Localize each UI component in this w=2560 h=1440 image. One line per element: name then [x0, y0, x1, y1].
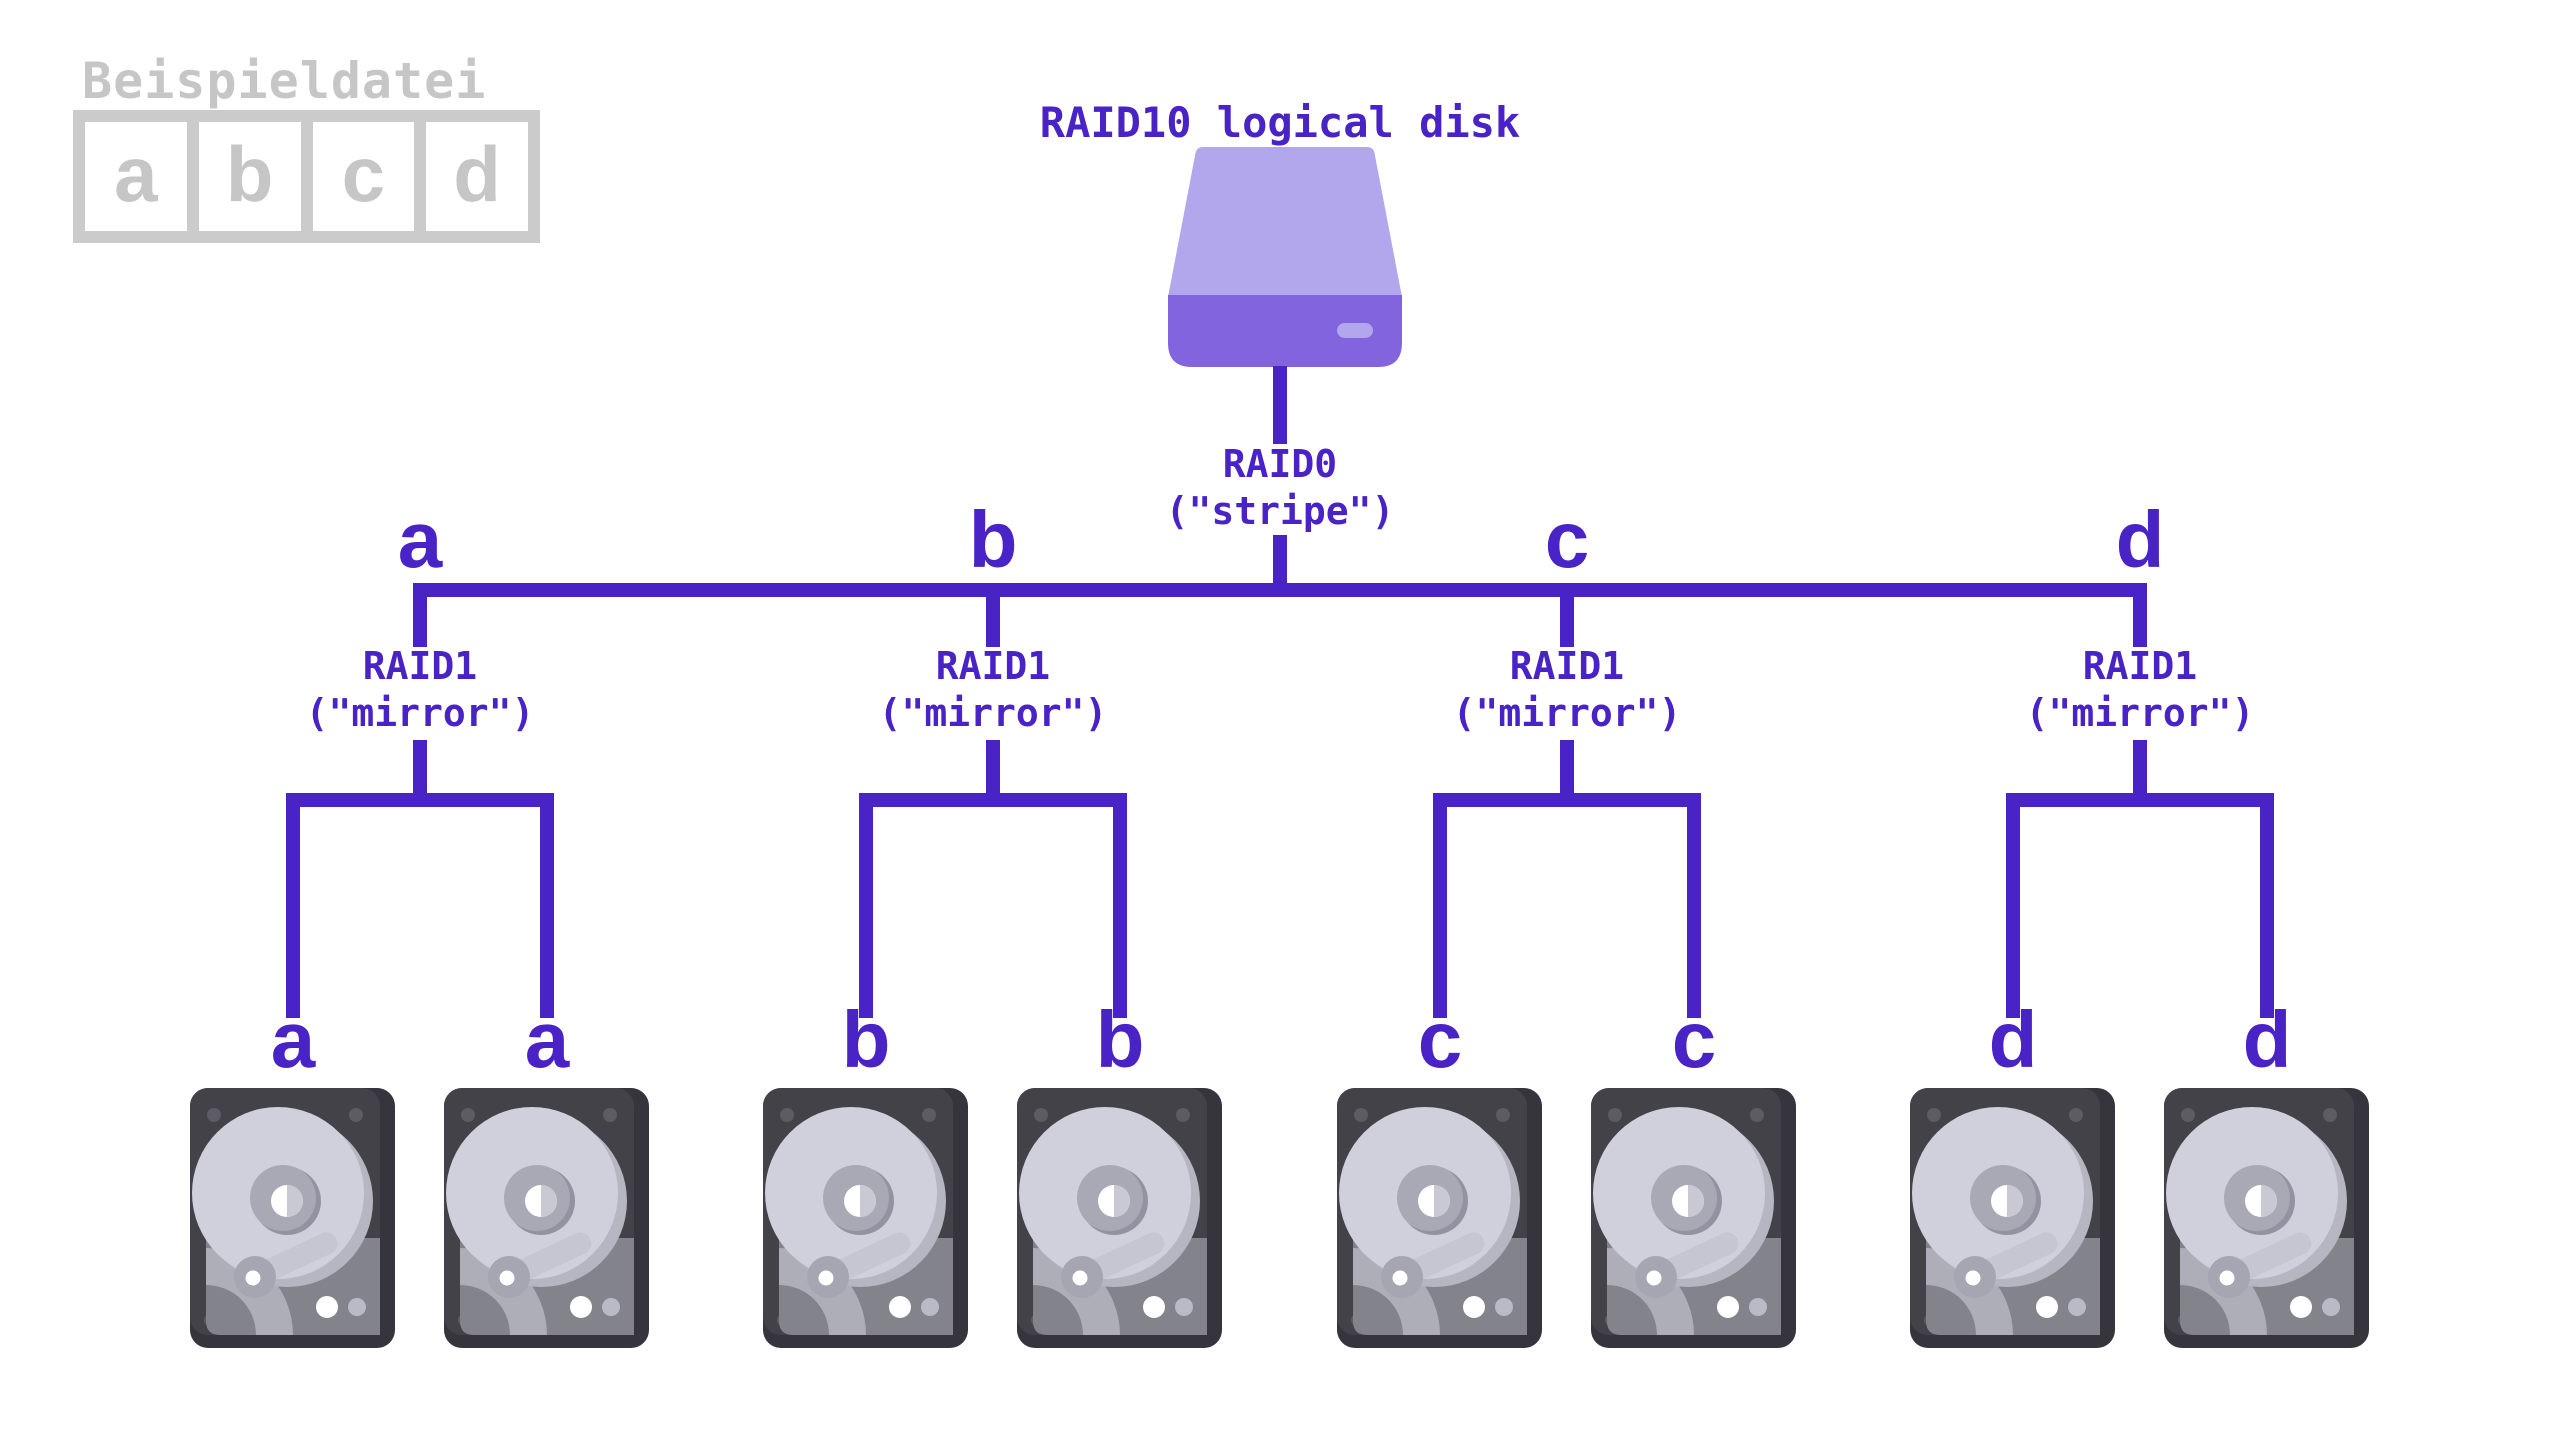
disk-letter: c	[1671, 995, 1717, 1084]
legend-cell-b: b	[198, 122, 301, 231]
stripe-bus-line	[413, 583, 2147, 597]
connector-line	[986, 740, 1000, 793]
connector-line	[413, 597, 427, 647]
mirror-split-line	[859, 793, 1127, 807]
hard-drive-icon	[444, 1088, 649, 1348]
hard-drive-icon	[1591, 1088, 1796, 1348]
ssd-led-slot	[1337, 323, 1373, 338]
stripe-letter: d	[2115, 495, 2165, 584]
connector-line	[1687, 793, 1701, 1018]
raid1-sublabel: ("mirror")	[1452, 691, 1682, 735]
legend-cell-c: c	[312, 122, 415, 231]
raid1-name: RAID1	[935, 644, 1051, 688]
raid1-sublabel: ("mirror")	[878, 691, 1108, 735]
raid1-label: RAID1 ("mirror")	[693, 643, 1293, 737]
raid1-label: RAID1 ("mirror")	[120, 643, 720, 737]
mirror-split-line	[1433, 793, 1701, 807]
legend-cell-d: d	[426, 122, 528, 231]
hard-drive-icon	[190, 1088, 395, 1348]
connector-line	[2006, 793, 2020, 1018]
raid0-name: RAID0	[1222, 442, 1338, 486]
raid1-label: RAID1 ("mirror")	[1840, 643, 2440, 737]
branch-b: b RAID1 ("mirror") b b	[693, 498, 1293, 1358]
disk-letter: b	[1095, 995, 1145, 1084]
mirror-split-line	[2006, 793, 2274, 807]
connector-line	[1113, 793, 1127, 1018]
connector-line	[286, 793, 300, 1018]
connector-line	[859, 793, 873, 1018]
disk-letter: a	[524, 995, 570, 1084]
hard-drive-icon	[1017, 1088, 1222, 1348]
legend-file-blocks: a b c d	[73, 110, 540, 243]
stripe-letter: b	[968, 495, 1018, 584]
raid1-name: RAID1	[1509, 644, 1625, 688]
connector-line	[413, 740, 427, 793]
disk-letter: d	[1988, 995, 2038, 1084]
stripe-letter: c	[1544, 495, 1590, 584]
connector-line	[1560, 740, 1574, 793]
ssd-logical-disk-icon	[1168, 147, 1402, 367]
connector-line	[540, 793, 554, 1018]
connector-line	[1560, 597, 1574, 647]
connector-line	[2133, 597, 2147, 647]
branch-a: a RAID1 ("mirror") a a	[120, 498, 720, 1358]
stripe-letter: a	[397, 495, 443, 584]
disk-letter: d	[2242, 995, 2292, 1084]
disk-letter: a	[270, 995, 316, 1084]
raid1-sublabel: ("mirror")	[2025, 691, 2255, 735]
connector-line	[986, 597, 1000, 647]
disk-letter: c	[1417, 995, 1463, 1084]
branch-c: c RAID1 ("mirror") c c	[1267, 498, 1867, 1358]
connector-line	[2133, 740, 2147, 793]
branch-d: d RAID1 ("mirror") d d	[1840, 498, 2440, 1358]
legend-title: Beispieldatei	[82, 52, 487, 110]
raid1-sublabel: ("mirror")	[305, 691, 535, 735]
raid10-title: RAID10 logical disk	[1039, 98, 1521, 147]
raid0-sublabel: ("stripe")	[1165, 489, 1395, 533]
raid0-label: RAID0 ("stripe")	[1080, 441, 1480, 535]
raid1-label: RAID1 ("mirror")	[1267, 643, 1867, 737]
raid1-name: RAID1	[2082, 644, 2198, 688]
legend-cell-a: a	[85, 122, 187, 231]
connector-root-top	[1273, 366, 1287, 444]
connector-line	[1433, 793, 1447, 1018]
hard-drive-icon	[763, 1088, 968, 1348]
mirror-split-line	[286, 793, 554, 807]
hard-drive-icon	[2164, 1088, 2369, 1348]
hard-drive-icon	[1910, 1088, 2115, 1348]
connector-root-bottom	[1273, 535, 1287, 583]
raid1-name: RAID1	[362, 644, 478, 688]
disk-letter: b	[841, 995, 891, 1084]
hard-drive-icon	[1337, 1088, 1542, 1348]
connector-line	[2260, 793, 2274, 1018]
